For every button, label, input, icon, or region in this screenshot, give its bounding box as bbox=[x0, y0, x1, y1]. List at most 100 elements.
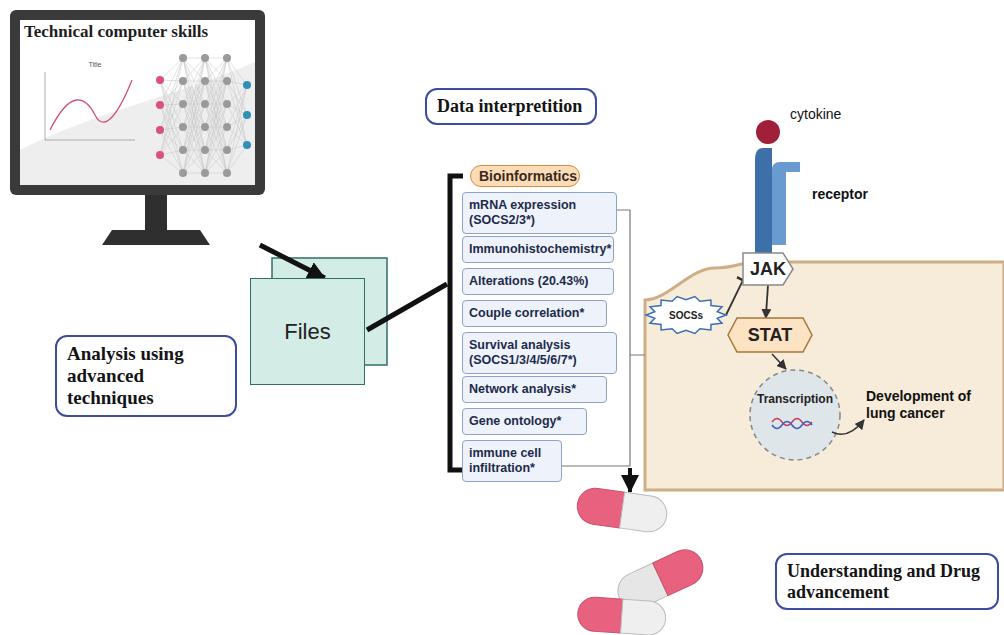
receptor-chain bbox=[772, 162, 800, 245]
chart-axes bbox=[45, 72, 135, 140]
node-text: mRNA expression (SOCS2/3*) bbox=[469, 198, 610, 228]
network-unit bbox=[223, 54, 231, 62]
network-unit bbox=[179, 77, 187, 85]
network-unit bbox=[243, 81, 251, 89]
network-link bbox=[205, 58, 227, 81]
network-link bbox=[160, 81, 183, 155]
pathway-label: cytokine bbox=[790, 106, 870, 123]
network-unit bbox=[201, 100, 209, 108]
network-unit bbox=[156, 126, 164, 134]
analysis-item: Couple correlation* bbox=[462, 300, 607, 327]
inhibitor-star: SOCSs bbox=[646, 296, 726, 334]
drug-arrow bbox=[628, 468, 632, 492]
analysis-item: Alterations (20.43%) bbox=[462, 268, 614, 295]
kinase-shape: JAK bbox=[743, 253, 793, 285]
network-unit bbox=[179, 100, 187, 108]
monitor-screen bbox=[20, 20, 255, 185]
network-unit bbox=[179, 54, 187, 62]
chart-curve bbox=[50, 80, 132, 130]
network-link bbox=[160, 58, 183, 130]
node-outline-shape bbox=[728, 318, 812, 352]
node-text: immune cell infiltration* bbox=[469, 446, 555, 476]
network-link bbox=[160, 81, 183, 105]
node-text: Alterations (20.43%) bbox=[469, 274, 607, 289]
node-text: JAK bbox=[750, 259, 786, 280]
network-unit bbox=[243, 141, 251, 149]
network-unit bbox=[179, 169, 187, 177]
pathway-label: Transcription bbox=[748, 392, 842, 406]
node-text: Analysis using advanced techniques bbox=[67, 343, 225, 409]
cytokine-ball bbox=[756, 120, 780, 144]
nucleus bbox=[750, 370, 840, 460]
analysis-item: immune cell infiltration* bbox=[462, 440, 562, 482]
step-box: Analysis using advanced techniques bbox=[55, 335, 237, 417]
network-link bbox=[205, 58, 227, 173]
network-unit bbox=[156, 151, 164, 159]
network-link bbox=[205, 104, 227, 173]
network-link bbox=[183, 150, 205, 173]
node-text: Data interpretition bbox=[437, 96, 585, 117]
network-unit bbox=[201, 146, 209, 154]
node-text: Gene ontology* bbox=[469, 414, 580, 429]
bracket-link bbox=[367, 284, 447, 330]
network-unit bbox=[201, 123, 209, 131]
flow-arrow bbox=[260, 245, 325, 278]
monitor-neck bbox=[145, 195, 167, 230]
node-text: Bioinformatics bbox=[479, 168, 571, 184]
step-box: Understanding and Drug advancement bbox=[775, 553, 999, 610]
node-text: Couple correlation* bbox=[469, 306, 600, 321]
network-unit bbox=[201, 54, 209, 62]
network-unit bbox=[201, 169, 209, 177]
network-link bbox=[205, 150, 227, 173]
cell-membrane bbox=[645, 262, 1004, 490]
network-link bbox=[183, 58, 205, 81]
network-unit bbox=[156, 101, 164, 109]
outcome-arrow bbox=[832, 420, 864, 434]
network-unit bbox=[243, 111, 251, 119]
network-link bbox=[205, 150, 227, 173]
transcription-arrow bbox=[772, 354, 786, 369]
node-text: Survival analysis (SOCS1/3/4/5/6/7*) bbox=[469, 338, 610, 368]
files-box: Files bbox=[250, 278, 365, 385]
step-box: Data interpretition bbox=[425, 88, 597, 125]
monitor-base bbox=[102, 230, 210, 245]
pathway-label: receptor bbox=[812, 186, 892, 203]
network-link bbox=[160, 155, 183, 173]
dna-strand bbox=[772, 422, 812, 429]
node-outline-shape bbox=[743, 253, 793, 285]
receptor-chain bbox=[755, 148, 772, 262]
neural-network bbox=[156, 54, 251, 177]
analysis-item: Network analysis* bbox=[462, 376, 607, 403]
network-unit bbox=[179, 123, 187, 131]
network-link bbox=[205, 58, 227, 173]
network-link bbox=[160, 105, 183, 173]
network-link bbox=[183, 58, 205, 173]
analysis-item: Gene ontology* bbox=[462, 408, 587, 435]
analysis-item: mRNA expression (SOCS2/3*) bbox=[462, 192, 617, 234]
pathway-label: Development of lung cancer bbox=[866, 388, 1000, 422]
node-text: Network analysis* bbox=[469, 382, 600, 397]
network-link bbox=[183, 58, 205, 173]
network-unit bbox=[223, 146, 231, 154]
network-unit bbox=[201, 77, 209, 85]
network-unit bbox=[179, 146, 187, 154]
network-link bbox=[205, 58, 227, 81]
network-link bbox=[183, 104, 205, 173]
network-unit bbox=[223, 123, 231, 131]
flow-arrow bbox=[766, 285, 768, 318]
node-text: Files bbox=[284, 319, 330, 345]
node-text: SOCSs bbox=[669, 310, 703, 321]
network-unit bbox=[223, 77, 231, 85]
network-link bbox=[183, 58, 205, 81]
node-outline-shape bbox=[646, 297, 726, 334]
chart-title: Title bbox=[80, 61, 110, 69]
network-link bbox=[160, 105, 183, 127]
network-unit bbox=[156, 76, 164, 84]
network-link bbox=[183, 150, 205, 173]
monitor-caption: Technical computer skills bbox=[10, 10, 265, 245]
node-text: Understanding and Drug advancement bbox=[787, 561, 987, 602]
network-unit bbox=[223, 169, 231, 177]
pill bbox=[577, 596, 667, 635]
analysis-item: Immunohistochemistry* bbox=[462, 236, 614, 263]
category-pill: Bioinformatics bbox=[470, 165, 580, 187]
